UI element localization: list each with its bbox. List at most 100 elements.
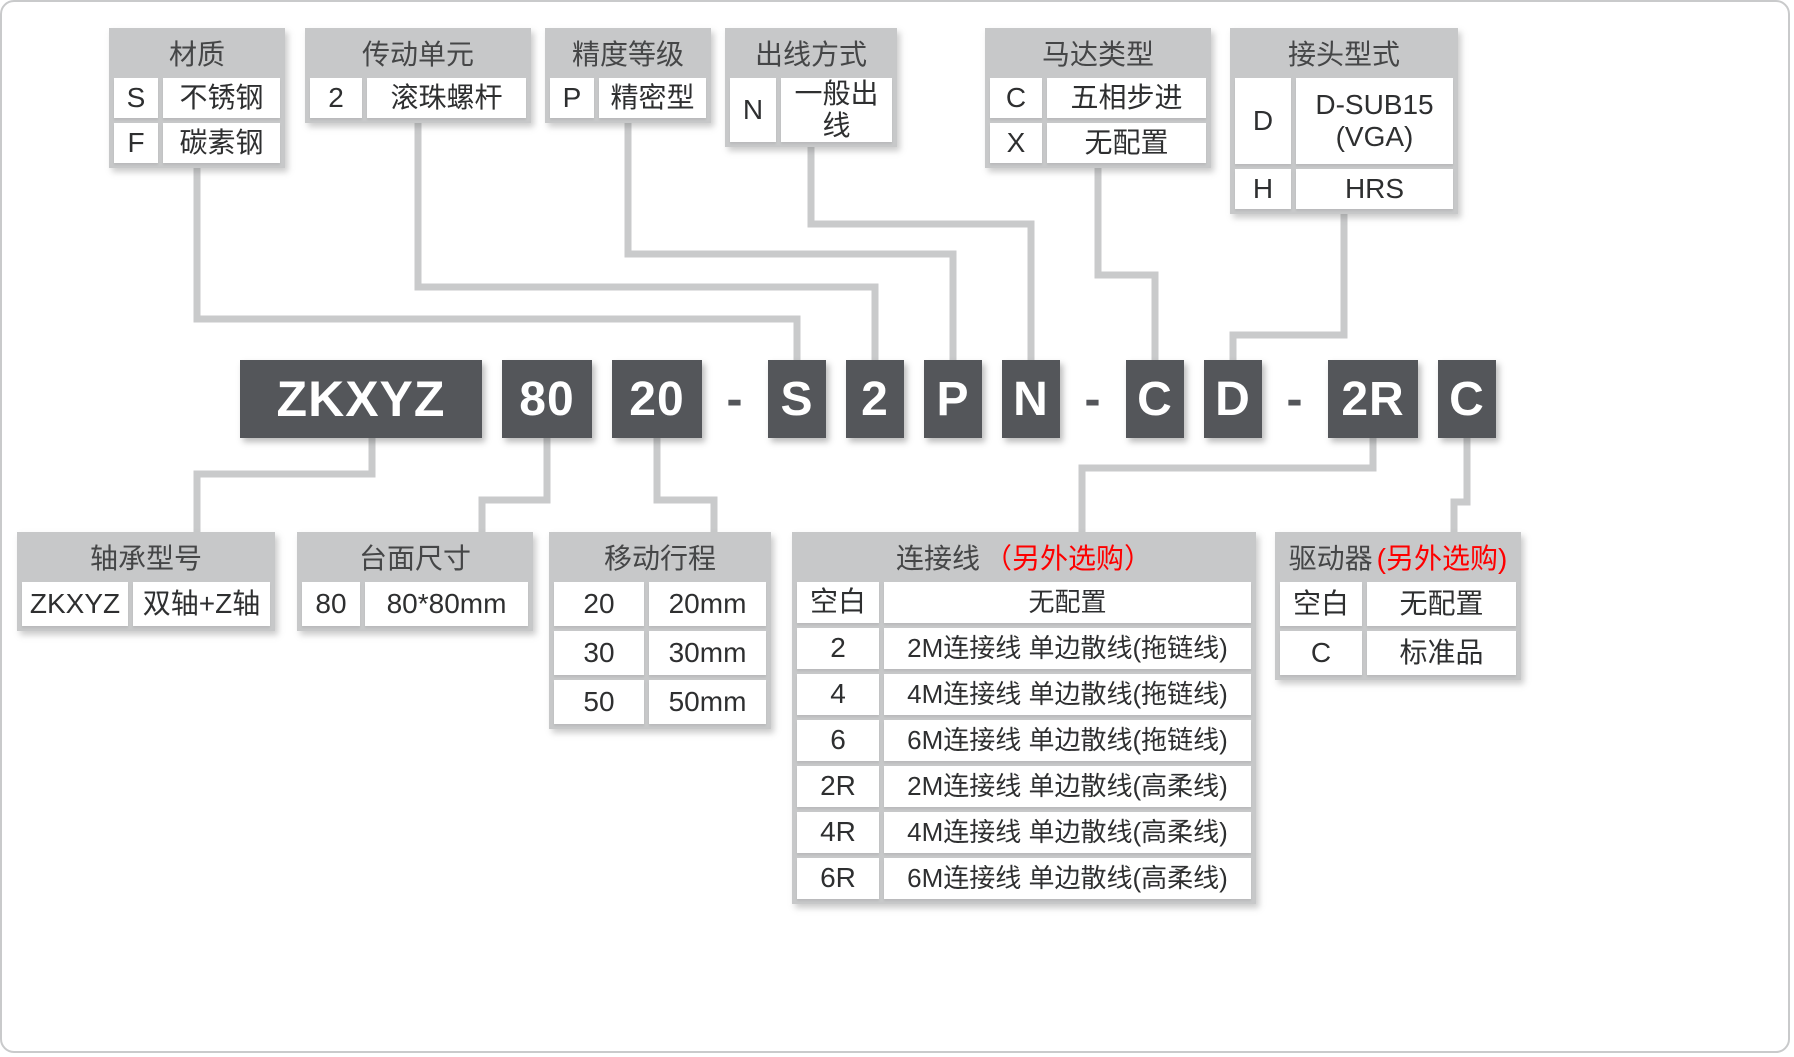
cable-code-cell: 4: [797, 674, 879, 715]
bearing-value-cell: 双轴+Z轴: [133, 582, 270, 626]
code-separator-dash: -: [726, 372, 744, 426]
table_size-code-cell: 80: [302, 582, 360, 626]
driver-code-cell: C: [1280, 631, 1362, 675]
drive_unit-code-cell: 2: [310, 78, 362, 118]
motor-value-cell: 五相步进: [1047, 78, 1206, 118]
driver-code-cell: 空白: [1280, 582, 1362, 626]
driver-row-空白: 空白无配置: [1280, 582, 1516, 626]
cable-value-cell: 2M连接线 单边散线(高柔线): [884, 766, 1251, 807]
stroke-code-cell: 20: [554, 582, 644, 626]
connector-code-cell: H: [1235, 169, 1291, 209]
material-table-title: 材质: [114, 33, 280, 73]
code-segment-20: 20: [612, 360, 702, 438]
motor-value-cell: 无配置: [1047, 123, 1206, 163]
material-value-cell: 碳素钢: [163, 123, 280, 163]
cable-value-cell: 6M连接线 单边散线(高柔线): [884, 858, 1251, 899]
table_size-table-title: 台面尺寸: [302, 537, 528, 577]
precision-table-title: 精度等级: [550, 33, 706, 73]
connector-table-title: 接头型式: [1235, 33, 1453, 73]
stroke-value-cell: 30mm: [649, 631, 766, 675]
connector-material-to-S: [193, 121, 801, 360]
code-separator-dash: -: [1084, 372, 1102, 426]
connector-driveunit-to-2: [414, 121, 879, 360]
code-segment-80: 80: [502, 360, 592, 438]
drive_unit-table-title: 传动单元: [310, 33, 526, 73]
cable-row-空白: 空白无配置: [797, 582, 1251, 623]
motor-title-text: 马达类型: [1041, 39, 1154, 70]
cable-value-cell: 2M连接线 单边散线(拖链线): [884, 628, 1251, 669]
code-segment-2: 2: [846, 360, 904, 438]
cable-title-note: （另外选购）: [984, 543, 1153, 574]
stroke-code-cell: 50: [554, 680, 644, 724]
material-code-cell: F: [114, 123, 158, 163]
cable-table-title: 连接线（另外选购）: [797, 537, 1251, 577]
motor-code-cell: C: [990, 78, 1042, 118]
material-value-cell: 不锈钢: [163, 78, 280, 118]
cable-code-cell: 空白: [797, 582, 879, 623]
wiring-code-cell: N: [730, 78, 776, 143]
precision-value-cell: 精密型: [599, 78, 706, 118]
cable-value-cell: 无配置: [884, 582, 1251, 623]
bearing-title-text: 轴承型号: [89, 543, 202, 574]
wiring-table-title: 出线方式: [730, 33, 892, 73]
cable-value-cell: 4M连接线 单边散线(拖链线): [884, 674, 1251, 715]
wiring-title-text: 出线方式: [754, 39, 867, 70]
connector-C-to-driver: [1450, 436, 1471, 534]
connector-20-to-stroke: [653, 436, 718, 534]
code-segment-S: S: [768, 360, 826, 438]
stroke-code-cell: 30: [554, 631, 644, 675]
precision-code-cell: P: [550, 78, 594, 118]
connector-title-text: 接头型式: [1287, 39, 1400, 70]
connector-value-cell: D-SUB15 (VGA): [1296, 78, 1453, 164]
cable-code-cell: 4R: [797, 812, 879, 853]
material-title-text: 材质: [168, 39, 225, 70]
connector-2R-to-cable: [1078, 436, 1377, 534]
motor-table-title: 马达类型: [990, 33, 1206, 73]
bearing-code-cell: ZKXYZ: [22, 582, 128, 626]
table_size-value-cell: 80*80mm: [365, 582, 528, 626]
precision-title-text: 精度等级: [571, 39, 684, 70]
motor-code-cell: X: [990, 123, 1042, 163]
stroke-table-title: 移动行程: [554, 537, 766, 577]
connector-80-to-tablesize: [478, 436, 551, 534]
drive_unit-value-cell: 滚珠螺杆: [367, 78, 526, 118]
code-segment-N: N: [1002, 360, 1060, 438]
driver-title-note: (另外选购): [1376, 543, 1508, 574]
stroke-value-cell: 50mm: [649, 680, 766, 724]
drive_unit-title-text: 传动单元: [361, 39, 474, 70]
cable-code-cell: 2: [797, 628, 879, 669]
stroke-title-text: 移动行程: [603, 543, 716, 574]
cable-code-cell: 2R: [797, 766, 879, 807]
driver-value-cell: 标准品: [1367, 631, 1516, 675]
stroke-value-cell: 20mm: [649, 582, 766, 626]
code-segment-P: P: [924, 360, 982, 438]
code-separator-dash: -: [1286, 372, 1304, 426]
connector-value-cell: HRS: [1296, 169, 1453, 209]
material-code-cell: S: [114, 78, 158, 118]
